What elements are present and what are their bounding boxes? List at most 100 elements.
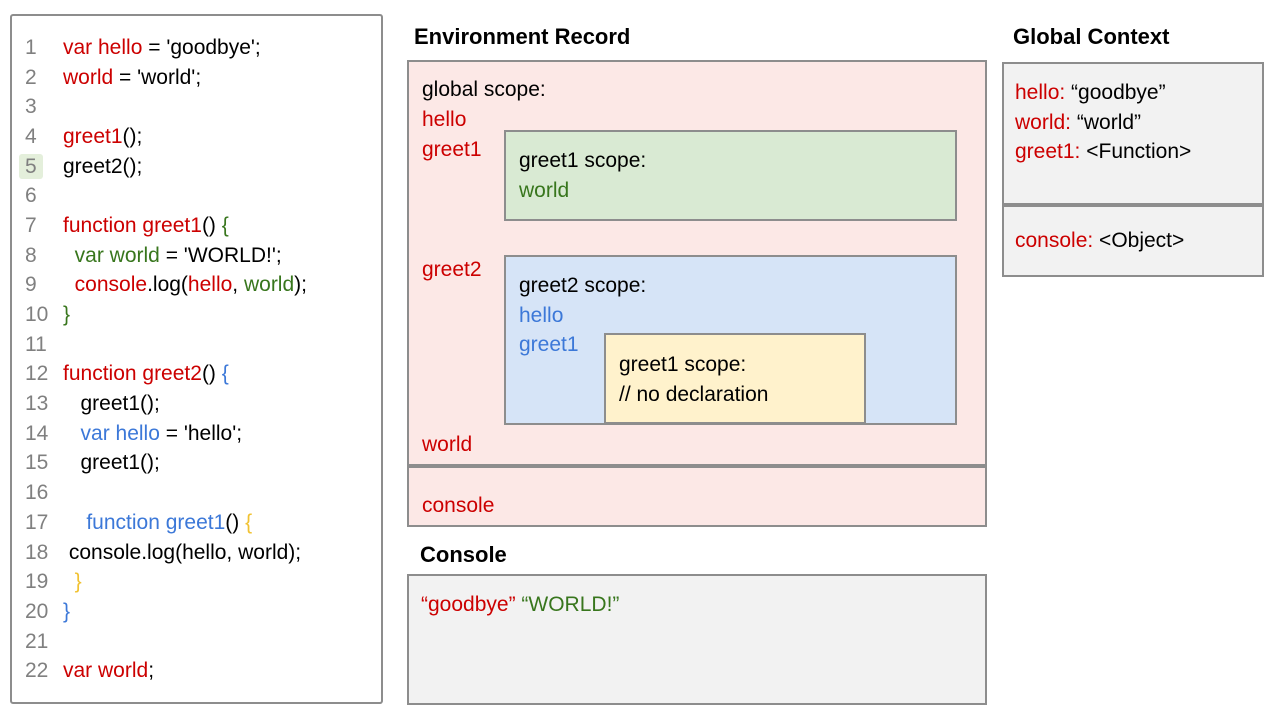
text-token: “goodbye” <box>421 593 516 616</box>
code-token: } <box>63 303 71 327</box>
code-token: var world <box>63 659 149 683</box>
code-token: var hello <box>63 35 143 59</box>
code-text: console.log(hello, world); <box>63 273 307 297</box>
code-text: greet2(); <box>63 155 142 179</box>
global-var-greet2: greet2 <box>422 258 482 281</box>
code-token: greet2(); <box>63 154 143 178</box>
code-token: } <box>63 599 71 623</box>
code-line: 14 var hello = 'hello'; <box>12 419 381 449</box>
greet2-scope-label: greet2 scope: <box>519 274 647 297</box>
code-text: greet1(); <box>63 451 160 475</box>
greet1-var-world: world <box>519 178 570 202</box>
line-number: 22 <box>25 659 49 683</box>
line-number: 10 <box>25 303 49 327</box>
text-token: “WORLD!” <box>521 593 620 616</box>
line-number: 15 <box>25 451 49 475</box>
code-token: } <box>74 570 82 594</box>
text-token: world: <box>1015 110 1072 134</box>
code-token: { <box>221 362 229 386</box>
code-token: function greet1 <box>86 510 226 534</box>
code-text: var hello = 'goodbye'; <box>63 36 261 60</box>
code-text: function greet2() { <box>63 362 229 386</box>
code-token: ; <box>148 659 155 683</box>
gc-hello-entry: hello: “goodbye” <box>1015 78 1262 108</box>
code-line: 11 <box>12 330 381 360</box>
inner-greet1-comment: // no declaration <box>619 382 769 406</box>
code-line: 6 <box>12 181 381 211</box>
global-var-world: world <box>422 433 473 456</box>
line-number: 2 <box>25 65 37 89</box>
greet2-scope-box: greet2 scope: hello greet1 greet1 scope:… <box>504 255 957 425</box>
code-line: 18 console.log(hello, world); <box>12 538 381 568</box>
line-number: 20 <box>25 599 49 623</box>
text-token: “world” <box>1071 110 1142 134</box>
code-text: function greet1() { <box>63 511 252 535</box>
code-token: .log( <box>147 273 188 297</box>
code-text: greet1(); <box>63 125 142 149</box>
code-token <box>63 273 75 296</box>
code-token <box>63 570 75 593</box>
greet1-scope-box: greet1 scope: world <box>504 130 957 221</box>
environment-record-title: Environment Record <box>414 24 631 49</box>
code-token: world <box>243 273 295 297</box>
code-token: () <box>225 510 246 534</box>
code-text: world = 'world'; <box>63 66 201 90</box>
global-scope-label: global scope: <box>422 78 546 101</box>
code-text: greet1(); <box>63 392 160 416</box>
global-var-console: console <box>422 494 495 517</box>
code-token <box>63 511 86 534</box>
code-token <box>63 244 75 267</box>
global-context-console-box: console: <Object> <box>1002 205 1264 277</box>
code-line: 2 world = 'world'; <box>12 63 381 93</box>
line-number: 21 <box>25 629 49 653</box>
line-number: 19 <box>25 570 49 594</box>
code-token: = 'world'; <box>113 65 202 89</box>
code-line: 10} <box>12 300 381 330</box>
code-line: 17 function greet1() { <box>12 508 381 538</box>
code-token: { <box>221 213 229 237</box>
code-token: (); <box>122 124 143 148</box>
text-token: greet1: <box>1015 140 1081 163</box>
code-token: function greet1 <box>63 213 202 237</box>
code-token: () <box>201 362 222 386</box>
global-var-hello: hello <box>422 108 467 131</box>
text-token: “goodbye” <box>1065 81 1166 104</box>
code-text: var world = 'WORLD!'; <box>63 244 282 268</box>
console-output-box: “goodbye” “WORLD!” <box>407 574 987 705</box>
code-line: 7 function greet1() { <box>12 211 381 241</box>
code-line: 22 var world; <box>12 656 381 686</box>
console-title: Console <box>420 542 507 567</box>
line-number: 4 <box>25 124 37 148</box>
code-text: } <box>63 570 82 594</box>
code-text: function greet1() { <box>63 214 229 238</box>
code-token: = 'hello'; <box>159 421 243 445</box>
text-token: console: <box>1015 229 1094 252</box>
line-number: 13 <box>25 392 49 416</box>
code-line: 19 } <box>12 567 381 597</box>
code-token: greet1(); <box>63 392 160 416</box>
text-token: <Object> <box>1093 229 1185 252</box>
code-line: 13 greet1(); <box>12 389 381 419</box>
line-number: 7 <box>25 213 37 237</box>
code-token: console <box>74 273 148 297</box>
code-token: { <box>245 510 253 534</box>
code-text: var world; <box>63 659 154 683</box>
line-number: 9 <box>25 273 37 297</box>
code-line: 3 <box>12 92 381 122</box>
code-token: greet1 <box>63 124 123 148</box>
line-number: 5 <box>12 153 63 179</box>
code-line: 16 <box>12 478 381 508</box>
code-token: , <box>232 273 244 297</box>
global-context-title: Global Context <box>1013 24 1170 49</box>
global-var-greet1: greet1 <box>422 138 482 161</box>
code-token: = 'goodbye'; <box>142 35 261 59</box>
code-token: = 'WORLD!'; <box>159 243 282 267</box>
code-text: } <box>63 600 70 624</box>
line-number: 3 <box>25 95 37 119</box>
line-number: 18 <box>25 540 49 564</box>
code-text: console.log(hello, world); <box>63 541 301 565</box>
